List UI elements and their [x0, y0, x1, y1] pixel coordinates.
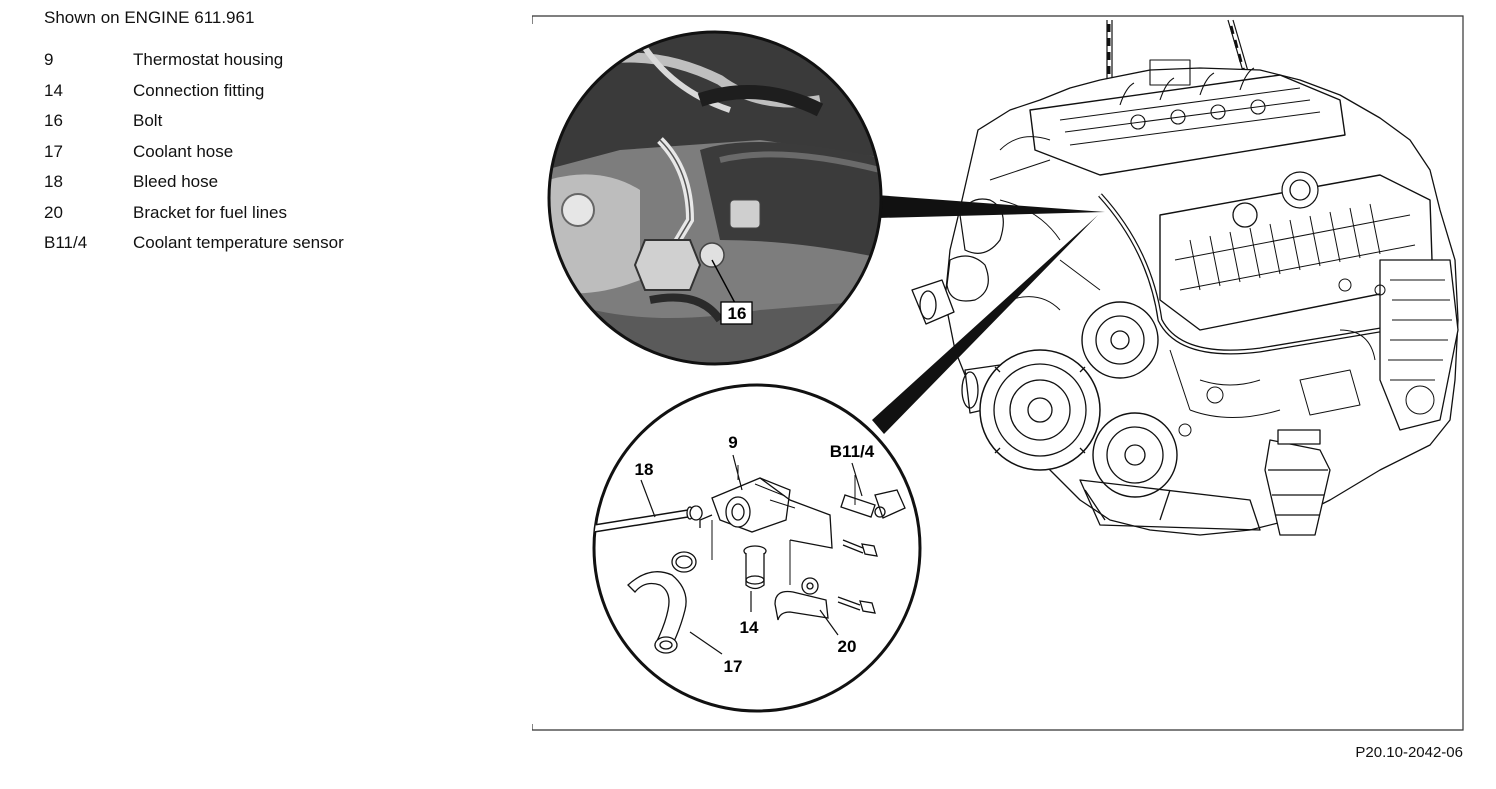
callout-14: 14	[740, 618, 759, 637]
legend-number: 17	[44, 141, 63, 161]
legend-item: B11/4 Coolant temperature sensor	[44, 228, 344, 259]
page-title: Shown on ENGINE 611.961	[44, 8, 255, 27]
legend-number: 14	[44, 80, 63, 100]
legend-description: Coolant temperature sensor	[133, 233, 344, 253]
figure-frame	[532, 15, 1464, 731]
callout-16: 16	[728, 304, 747, 323]
legend-item: 20 Bracket for fuel lines	[44, 198, 344, 229]
legend-description: Bolt	[133, 111, 163, 131]
legend-description: Connection fitting	[133, 80, 265, 100]
detail-leader	[872, 195, 1105, 434]
callout-17: 17	[724, 657, 743, 676]
legend-item: 9 Thermostat housing	[44, 45, 344, 76]
legend-item: 17 Coolant hose	[44, 137, 344, 168]
legend-item: 18 Bleed hose	[44, 167, 344, 198]
legend-description: Bleed hose	[133, 172, 219, 192]
legend-description: Coolant hose	[133, 141, 234, 161]
legend-description: Bracket for fuel lines	[133, 202, 288, 222]
engine-figure: 16	[532, 15, 1464, 731]
figure-reference: P20.10-2042-06	[1355, 744, 1463, 761]
legend-description: Thermostat housing	[133, 50, 284, 70]
callout-18: 18	[635, 460, 654, 479]
callout-B11-4: B11/4	[830, 442, 875, 461]
legend-number: 18	[44, 172, 63, 192]
legend-list: 9 Thermostat housing 14 Connection fitti…	[44, 45, 344, 259]
legend-number: 9	[44, 50, 54, 70]
legend-number: B11/4	[44, 233, 88, 253]
legend-number: 16	[44, 111, 63, 131]
callout-20: 20	[838, 637, 857, 656]
detail-inset: 9 B11/4 18 14 20 17	[592, 383, 922, 713]
legend-item: 14 Connection fitting	[44, 76, 344, 107]
engine-illustration	[911, 19, 1459, 536]
photo-inset: 16	[547, 30, 883, 366]
callout-9: 9	[728, 433, 737, 452]
legend-item: 16 Bolt	[44, 106, 344, 137]
legend-number: 20	[44, 202, 63, 222]
